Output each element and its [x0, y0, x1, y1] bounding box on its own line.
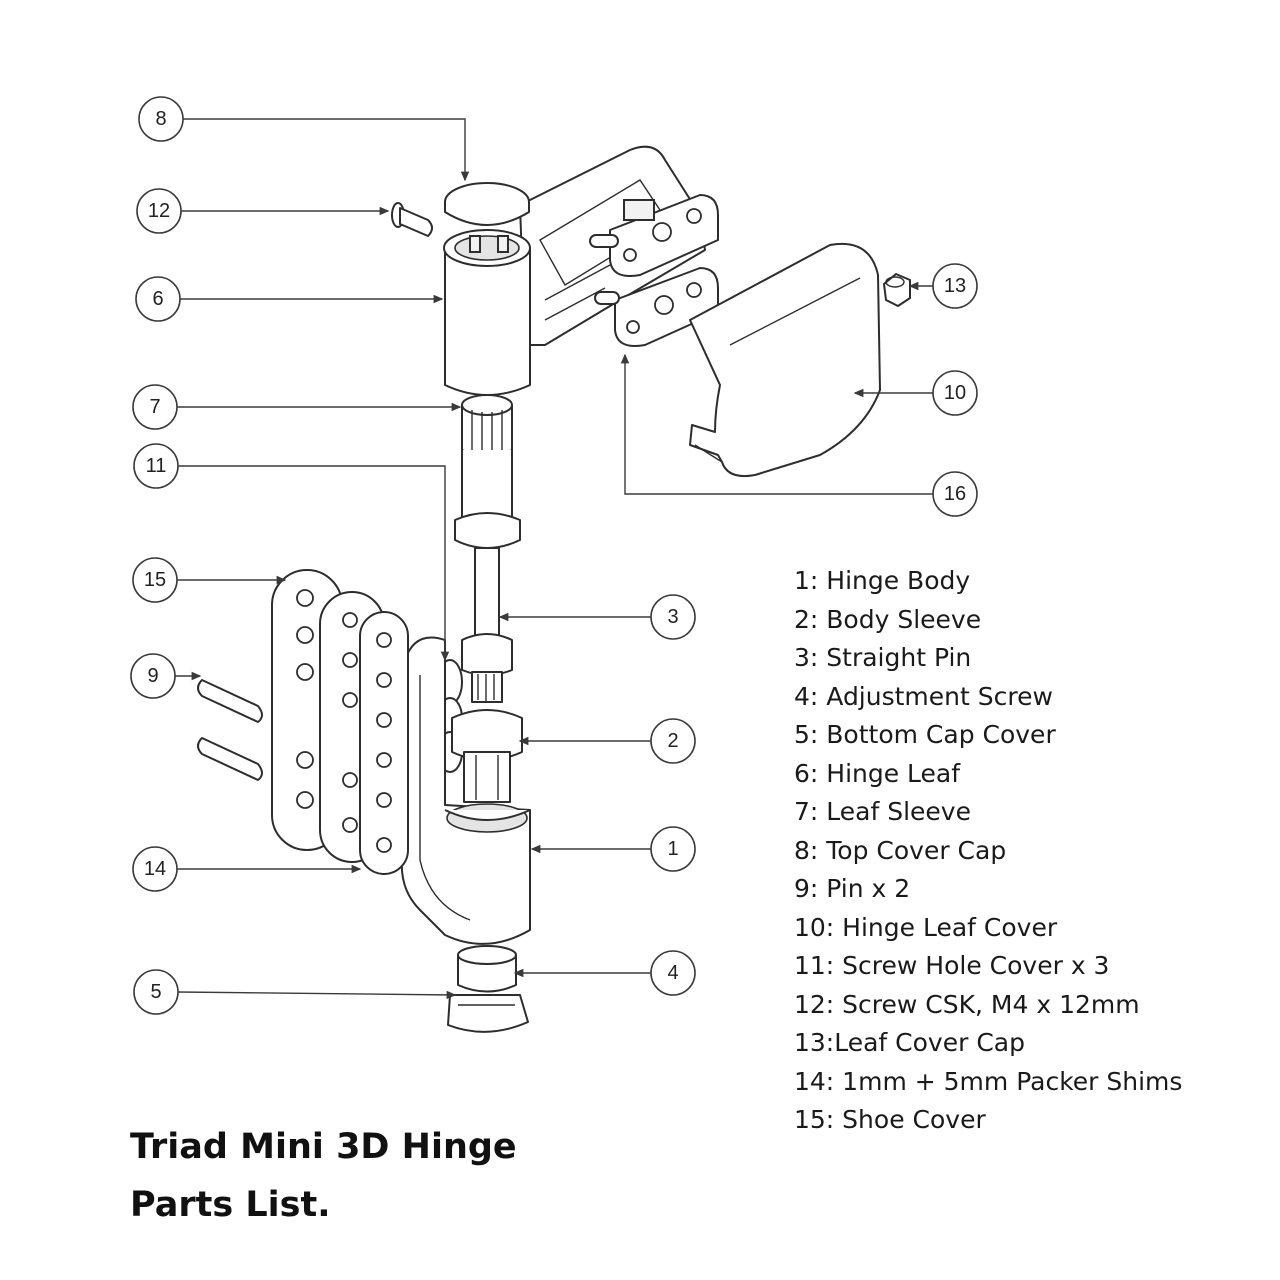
callout-circle [133, 443, 179, 489]
part-leaf-cover-cap [883, 273, 911, 307]
parts-list-item: 12: Screw CSK, M4 x 12mm [794, 989, 1140, 1019]
callout-number: 11 [146, 455, 167, 477]
part-splined-gear [461, 633, 513, 703]
parts-list-item: 9: Pin x 2 [794, 874, 911, 903]
part-hinge-leaf-cover [689, 242, 881, 478]
callout-circle [650, 826, 696, 872]
callout-circle [932, 471, 978, 517]
part-adjustment-plates [589, 194, 719, 347]
part-straight-pin [474, 547, 500, 644]
callout-3: 3 [650, 594, 696, 640]
callout-number: 1 [667, 838, 678, 860]
parts-list-item: 13:Leaf Cover Cap [794, 1028, 1025, 1057]
callout-circle [138, 96, 184, 142]
parts-list-item: 11: Screw Hole Cover x 3 [794, 951, 1110, 980]
parts-list-item: 10: Hinge Leaf Cover [794, 912, 1058, 942]
callout-number: 3 [667, 606, 678, 628]
parts-list-item: 1: Hinge Body [794, 566, 971, 595]
callout-11: 11 [133, 443, 179, 489]
callout-circle [132, 846, 178, 892]
callout-14: 14 [132, 846, 178, 892]
callout-circle [132, 557, 178, 603]
callout-number: 6 [152, 288, 163, 310]
parts-list-item: 5: Bottom Cap Cover [794, 720, 1056, 749]
title-line-1: Triad Mini 3D Hinge [130, 1127, 517, 1167]
callout-number: 15 [144, 569, 166, 591]
callout-circle [932, 370, 978, 416]
callout-number: 2 [667, 730, 678, 752]
leader-lines [175, 118, 933, 1000]
callout-15: 15 [132, 557, 178, 603]
callout-number: 5 [150, 981, 161, 1003]
diagram-title: Triad Mini 3D Hinge Parts List. [130, 1118, 517, 1234]
part-upper-sleeve [454, 450, 521, 549]
callout-12: 12 [136, 188, 182, 234]
part-packer-shim-2 [359, 611, 409, 875]
part-top-cover-cap [444, 182, 530, 226]
part-screw-csk [391, 202, 433, 237]
callout-number: 4 [667, 962, 678, 984]
callout-13: 13 [932, 263, 978, 309]
callout-circle [133, 969, 179, 1015]
callout-circle [130, 653, 176, 699]
part-hinge-body [400, 636, 531, 945]
part-adjustment-screw [457, 945, 517, 993]
part-leaf-sleeve [461, 394, 513, 457]
callout-number: 16 [944, 483, 966, 505]
callout-10: 10 [932, 370, 978, 416]
callout-7: 7 [132, 384, 178, 430]
callout-number: 13 [944, 275, 966, 297]
parts-list-item: 6: Hinge Leaf [794, 758, 961, 788]
callout-1: 1 [650, 826, 696, 872]
callout-circle [932, 263, 978, 309]
callout-8: 8 [138, 96, 184, 142]
callout-circle [135, 276, 181, 322]
parts-list-item: 2: Body Sleeve [794, 604, 982, 634]
callout-circle [136, 188, 182, 234]
part-body-sleeve [451, 709, 523, 803]
parts-list: 1: Hinge Body 2: Body Sleeve 3: Straight P… [794, 562, 1182, 1140]
callout-6: 6 [135, 276, 181, 322]
callout-circle [650, 718, 696, 764]
callout-circle [650, 594, 696, 640]
part-bottom-cap-cover [447, 994, 529, 1033]
callout-5: 5 [133, 969, 179, 1015]
callout-number: 8 [155, 108, 166, 130]
parts-list-item: 15: Shoe Cover [794, 1105, 986, 1134]
parts-list-item: 3: Straight Pin [794, 643, 972, 672]
parts-list-item: 8: Top Cover Cap [794, 835, 1007, 865]
parts-list-item: 4: Adjustment Screw [794, 681, 1053, 711]
callout-circle [650, 950, 696, 996]
callout-16: 16 [932, 471, 978, 517]
callout-circle [132, 384, 178, 430]
callout-number: 14 [144, 858, 166, 880]
callout-2: 2 [650, 718, 696, 764]
callout-number: 9 [147, 665, 158, 687]
callout-number: 12 [148, 200, 170, 222]
callout-number: 7 [149, 396, 160, 418]
parts-list-item: 14: 1mm + 5mm Packer Shims [794, 1066, 1183, 1096]
callout-number: 10 [944, 382, 966, 404]
callout-9: 9 [130, 653, 176, 699]
callout-4: 4 [650, 950, 696, 996]
title-line-2: Parts List. [130, 1185, 331, 1225]
part-pins [197, 679, 263, 781]
part-hinge-leaf-barrel [443, 229, 531, 396]
parts-list-item: 7: Leaf Sleeve [794, 797, 971, 826]
